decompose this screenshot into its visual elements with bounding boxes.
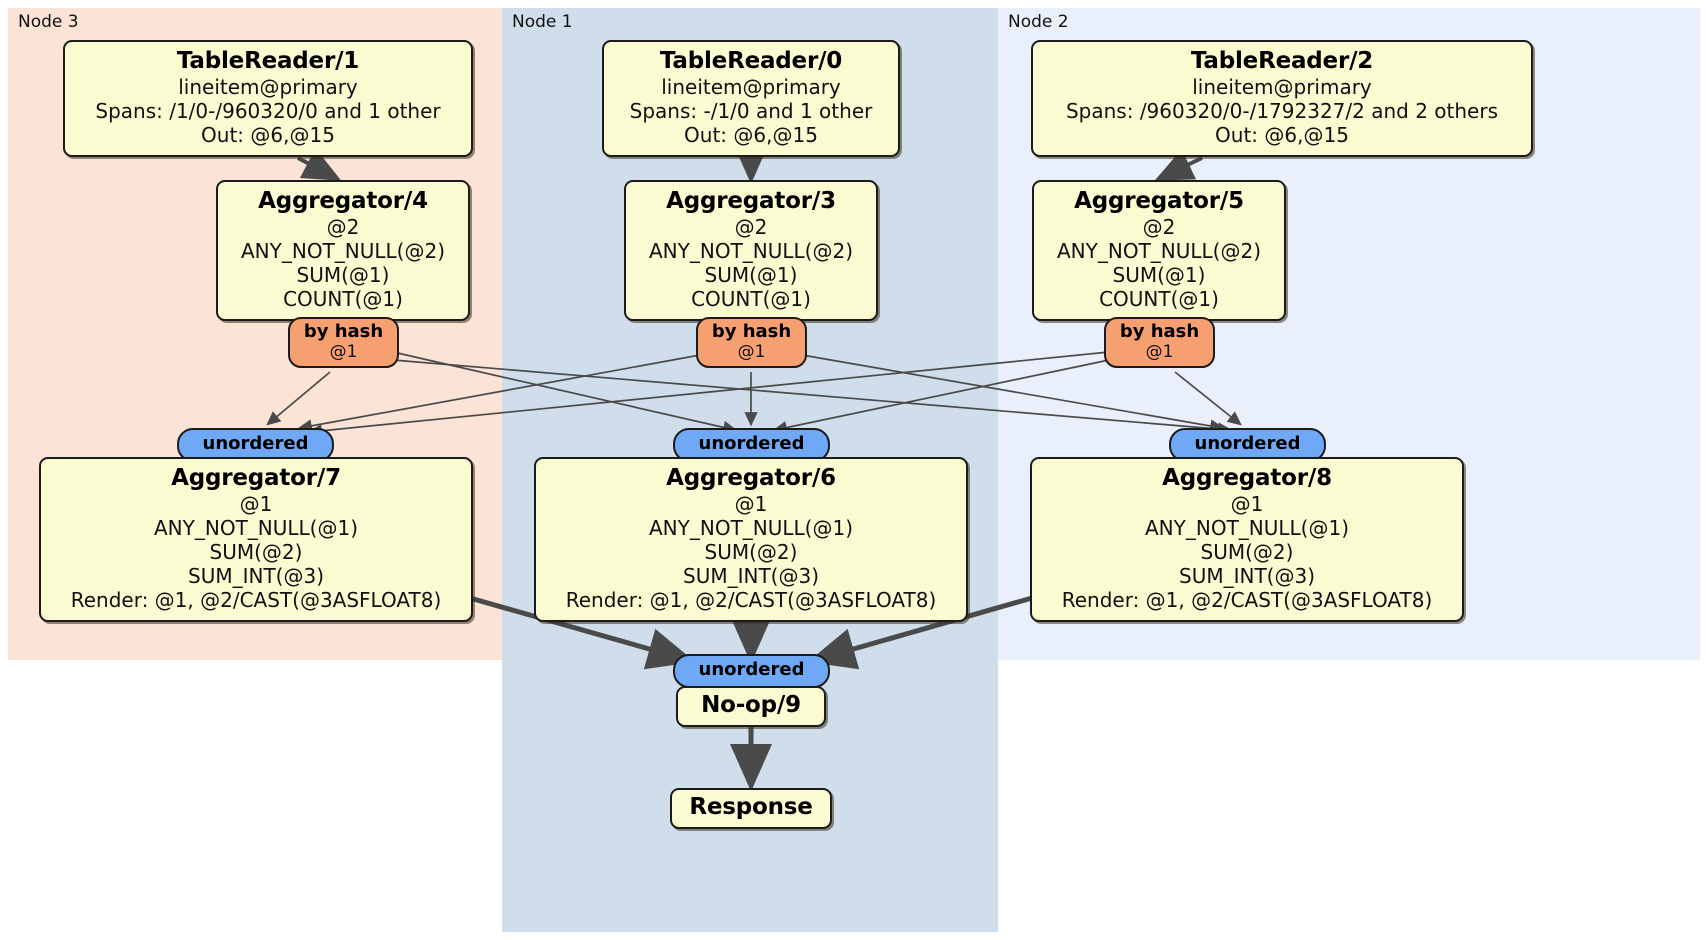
node-title: TableReader/0 [659, 48, 843, 74]
node-line: ANY_NOT_NULL(@2) [1057, 238, 1261, 263]
panel-node-2-label: Node 2 [1008, 12, 1069, 32]
router-column: @1 [737, 341, 766, 362]
node-line: Spans: /960320/0-/1792327/2 and 2 others [1065, 98, 1498, 123]
router-column: @1 [329, 341, 358, 362]
node-aggregator-4[interactable]: Aggregator/4 @2 ANY_NOT_NULL(@2) SUM(@1)… [216, 180, 470, 321]
node-line: Out: @6,@15 [684, 122, 818, 147]
node-response[interactable]: Response [670, 788, 832, 829]
node-line: @1 [734, 491, 768, 516]
synchronizer-unordered-left[interactable]: unordered [177, 428, 334, 462]
node-line: SUM(@1) [704, 262, 798, 287]
panel-node-3-label: Node 3 [18, 12, 79, 32]
node-line: COUNT(@1) [691, 286, 811, 311]
node-line: lineitem@primary [178, 74, 358, 99]
node-line: lineitem@primary [661, 74, 841, 99]
node-title: Aggregator/4 [258, 188, 428, 214]
node-line: Spans: -/1/0 and 1 other [629, 98, 873, 123]
node-line: ANY_NOT_NULL(@2) [649, 238, 853, 263]
node-line: @1 [239, 491, 273, 516]
node-line: lineitem@primary [1192, 74, 1372, 99]
node-no-op-9[interactable]: No-op/9 [676, 686, 826, 727]
node-line: SUM(@1) [296, 262, 390, 287]
node-title: Aggregator/6 [666, 465, 836, 491]
node-line: Render: @1, @2/CAST(@3ASFLOAT8) [565, 587, 937, 612]
node-tablereader-0[interactable]: TableReader/0 lineitem@primary Spans: -/… [602, 40, 900, 157]
synchronizer-label: unordered [1194, 433, 1301, 454]
synchronizer-label: unordered [202, 433, 309, 454]
node-line: @2 [734, 214, 768, 239]
node-aggregator-6[interactable]: Aggregator/6 @1 ANY_NOT_NULL(@1) SUM(@2)… [534, 457, 968, 622]
node-tablereader-1[interactable]: TableReader/1 lineitem@primary Spans: /1… [63, 40, 473, 157]
node-line: ANY_NOT_NULL(@2) [241, 238, 445, 263]
node-title: Response [689, 794, 813, 820]
node-tablereader-2[interactable]: TableReader/2 lineitem@primary Spans: /9… [1031, 40, 1533, 157]
node-line: SUM(@2) [1200, 539, 1294, 564]
node-line: Spans: /1/0-/960320/0 and 1 other [95, 98, 441, 123]
node-line: SUM(@1) [1112, 262, 1206, 287]
node-line: Render: @1, @2/CAST(@3ASFLOAT8) [1061, 587, 1433, 612]
node-aggregator-5[interactable]: Aggregator/5 @2 ANY_NOT_NULL(@2) SUM(@1)… [1032, 180, 1286, 321]
node-title: TableReader/1 [176, 48, 360, 74]
node-aggregator-8[interactable]: Aggregator/8 @1 ANY_NOT_NULL(@1) SUM(@2)… [1030, 457, 1464, 622]
router-by-hash-right[interactable]: by hash @1 [1104, 317, 1215, 369]
node-title: Aggregator/8 [1162, 465, 1332, 491]
synchronizer-unordered-center[interactable]: unordered [673, 428, 830, 462]
node-line: SUM_INT(@3) [1179, 563, 1315, 588]
node-title: Aggregator/3 [666, 188, 836, 214]
node-line: SUM_INT(@3) [188, 563, 324, 588]
panel-node-1-label: Node 1 [512, 12, 573, 32]
router-by-hash-left[interactable]: by hash @1 [288, 317, 399, 369]
node-aggregator-3[interactable]: Aggregator/3 @2 ANY_NOT_NULL(@2) SUM(@1)… [624, 180, 878, 321]
node-aggregator-7[interactable]: Aggregator/7 @1 ANY_NOT_NULL(@1) SUM(@2)… [39, 457, 473, 622]
node-line: SUM_INT(@3) [683, 563, 819, 588]
node-title: No-op/9 [701, 692, 801, 718]
node-title: Aggregator/5 [1074, 188, 1244, 214]
node-title: TableReader/2 [1190, 48, 1374, 74]
node-line: SUM(@2) [209, 539, 303, 564]
router-by-hash-center[interactable]: by hash @1 [696, 317, 807, 369]
router-label: by hash [1119, 321, 1200, 342]
node-line: @2 [1142, 214, 1176, 239]
router-label: by hash [711, 321, 792, 342]
node-line: ANY_NOT_NULL(@1) [154, 515, 358, 540]
synchronizer-label: unordered [698, 659, 805, 680]
node-line: SUM(@2) [704, 539, 798, 564]
node-title: Aggregator/7 [171, 465, 341, 491]
node-line: @2 [326, 214, 360, 239]
node-line: COUNT(@1) [283, 286, 403, 311]
node-line: Out: @6,@15 [201, 122, 335, 147]
node-line: @1 [1230, 491, 1264, 516]
node-line: Out: @6,@15 [1215, 122, 1349, 147]
synchronizer-unordered-final[interactable]: unordered [673, 654, 830, 688]
node-line: Render: @1, @2/CAST(@3ASFLOAT8) [70, 587, 442, 612]
node-line: COUNT(@1) [1099, 286, 1219, 311]
synchronizer-label: unordered [698, 433, 805, 454]
router-label: by hash [303, 321, 384, 342]
router-column: @1 [1145, 341, 1174, 362]
node-line: ANY_NOT_NULL(@1) [1145, 515, 1349, 540]
node-line: ANY_NOT_NULL(@1) [649, 515, 853, 540]
